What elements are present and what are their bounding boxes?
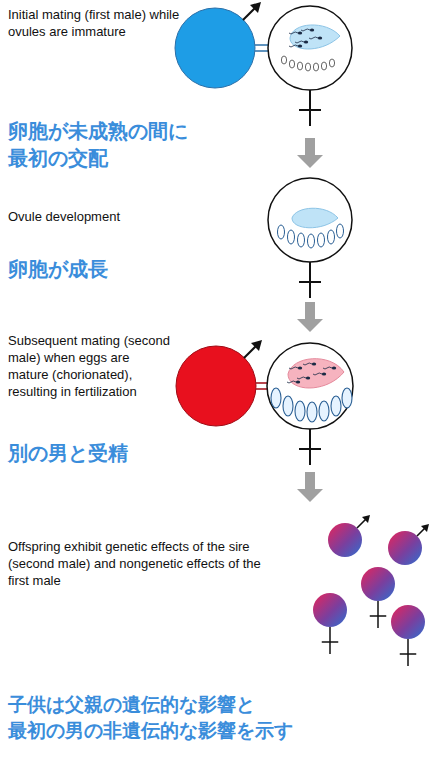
mating-bar (255, 44, 268, 46)
immature-ovules (321, 62, 326, 70)
stage-3 (303, 362, 316, 365)
stage-caption: Ovule development (8, 208, 208, 225)
stage-2 (268, 178, 352, 332)
stage-1 (289, 31, 302, 34)
male-arrowhead (251, 340, 262, 351)
mature-eggs (271, 388, 352, 422)
stage-3 (297, 472, 323, 502)
stage-3 (287, 380, 300, 383)
stage-1 (301, 28, 314, 31)
offspring-male (388, 531, 422, 565)
immature-ovules (289, 60, 294, 68)
stage-1 (289, 44, 302, 47)
stage-2 (297, 302, 323, 332)
developing-ovules (328, 230, 335, 244)
stage-1 (295, 40, 308, 43)
mating-bar (256, 382, 267, 384)
stage-3 (299, 429, 321, 465)
stage-caption: Initial mating (first male) while ovules… (8, 6, 183, 40)
stage-3 (289, 366, 302, 369)
seminal-fluid (290, 25, 340, 49)
offspring (370, 601, 387, 628)
male-arrowhead (421, 524, 429, 532)
offspring (370, 601, 387, 628)
stage-1 (299, 90, 321, 126)
immature-ovules (281, 56, 286, 64)
stage-3 (313, 372, 326, 375)
developing-ovules (288, 230, 295, 244)
mature-eggs (271, 388, 281, 408)
mature-eggs (283, 396, 293, 416)
offspring-female (361, 567, 395, 601)
female (268, 178, 352, 262)
stage-3 (297, 376, 310, 379)
seminal-fluid (292, 208, 338, 228)
male-arrowhead (362, 515, 370, 523)
offspring-male (328, 523, 362, 557)
stage-caption-ja: 卵胞が未成熟の間に 最初の交配 (8, 118, 248, 172)
mature-eggs (295, 401, 305, 421)
female (268, 6, 352, 90)
mating-bar (256, 388, 267, 390)
stage-1 (309, 36, 322, 39)
offspring-female (313, 593, 347, 627)
female (267, 343, 353, 429)
stage-caption-ja: 卵胞が成長 (8, 256, 248, 283)
stage-caption-ja: 子供は父親の遺伝的な影響と 最初の男の非遺伝的な影響を示す (8, 692, 432, 743)
immature-ovules (305, 63, 310, 71)
offspring (322, 627, 339, 654)
mature-eggs (331, 396, 341, 416)
developing-ovules (308, 234, 315, 248)
immature-ovules (313, 63, 318, 71)
stage-caption: Offspring exhibit genetic effects of the… (8, 538, 280, 589)
stage-1 (175, 2, 352, 168)
mature-eggs (307, 402, 317, 422)
developing-ovules (278, 224, 344, 248)
male-arrowhead (250, 2, 261, 13)
offspring-female (391, 605, 425, 639)
developing-ovules (278, 225, 285, 239)
stage-caption-ja: 別の男と受精 (8, 440, 248, 467)
stage-3 (176, 340, 353, 502)
immature-ovules (297, 62, 302, 70)
stage-caption: Subsequent mating (second male) when egg… (8, 332, 170, 400)
immature-ovules (329, 59, 334, 67)
mating-bar (255, 50, 268, 52)
stage-1 (297, 138, 323, 168)
mature-eggs (342, 388, 352, 408)
developing-ovules (337, 224, 344, 238)
stage-2 (299, 262, 321, 298)
offspring (400, 639, 417, 666)
offspring (322, 627, 339, 654)
developing-ovules (298, 233, 305, 247)
seminal-fluid (288, 359, 344, 388)
offspring (313, 515, 429, 666)
developing-ovules (318, 233, 325, 247)
mature-eggs (319, 401, 329, 421)
stage-3 (323, 366, 336, 369)
immature-ovules (281, 56, 334, 71)
offspring (400, 639, 417, 666)
